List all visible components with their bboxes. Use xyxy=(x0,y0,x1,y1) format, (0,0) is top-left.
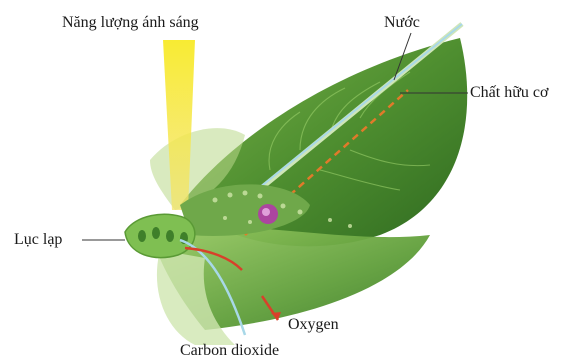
label-carbon-dioxide: Carbon dioxide xyxy=(180,343,279,359)
label-water: Nước xyxy=(384,15,420,31)
label-chloroplast: Lục lạp xyxy=(14,232,62,248)
label-light-energy: Năng lượng ánh sáng xyxy=(62,15,199,31)
label-organic-matter: Chất hữu cơ xyxy=(470,85,548,101)
label-oxygen: Oxygen xyxy=(288,317,339,333)
